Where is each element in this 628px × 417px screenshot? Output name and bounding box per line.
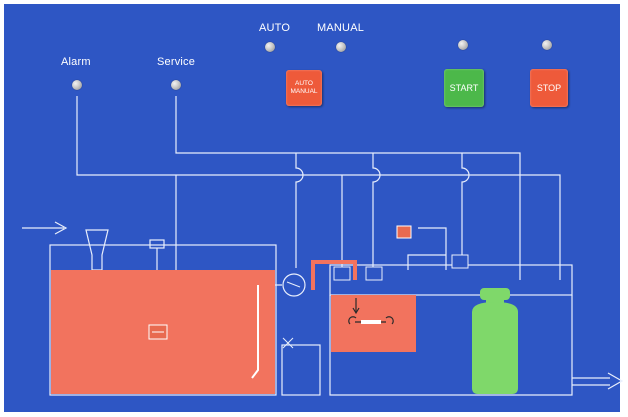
start-indicator-lamp bbox=[458, 40, 468, 50]
alarm-label: Alarm bbox=[61, 56, 91, 68]
main-tank-outline bbox=[49, 244, 277, 396]
auto-manual-button-line1: AUTO bbox=[295, 80, 313, 87]
bottle-icon bbox=[472, 288, 518, 394]
auto-indicator-lamp bbox=[265, 42, 275, 52]
service-label: Service bbox=[157, 56, 196, 68]
alarm-indicator-lamp bbox=[72, 80, 82, 90]
auto-manual-button[interactable]: AUTO MANUAL bbox=[286, 70, 322, 106]
drop-line-valve-3 bbox=[461, 153, 470, 255]
auto-label: AUTO bbox=[259, 22, 291, 34]
valve-icon bbox=[333, 266, 351, 281]
stop-indicator-lamp bbox=[542, 40, 552, 50]
stop-button[interactable]: STOP bbox=[530, 69, 568, 107]
service-signal-line bbox=[175, 96, 521, 280]
start-button-label: START bbox=[449, 83, 479, 93]
auto-manual-button-line2: MANUAL bbox=[290, 88, 318, 95]
stop-button-label: STOP bbox=[536, 83, 562, 93]
start-button[interactable]: START bbox=[444, 69, 484, 107]
second-tank-outline bbox=[329, 264, 573, 296]
drop-line-valve-2 bbox=[372, 153, 381, 268]
manual-indicator-lamp bbox=[336, 42, 346, 52]
drop-line-pump bbox=[295, 153, 304, 268]
alarm-signal-line bbox=[76, 96, 561, 280]
small-reservoir bbox=[281, 344, 321, 396]
service-indicator-lamp bbox=[171, 80, 181, 90]
manual-label: MANUAL bbox=[317, 22, 365, 34]
